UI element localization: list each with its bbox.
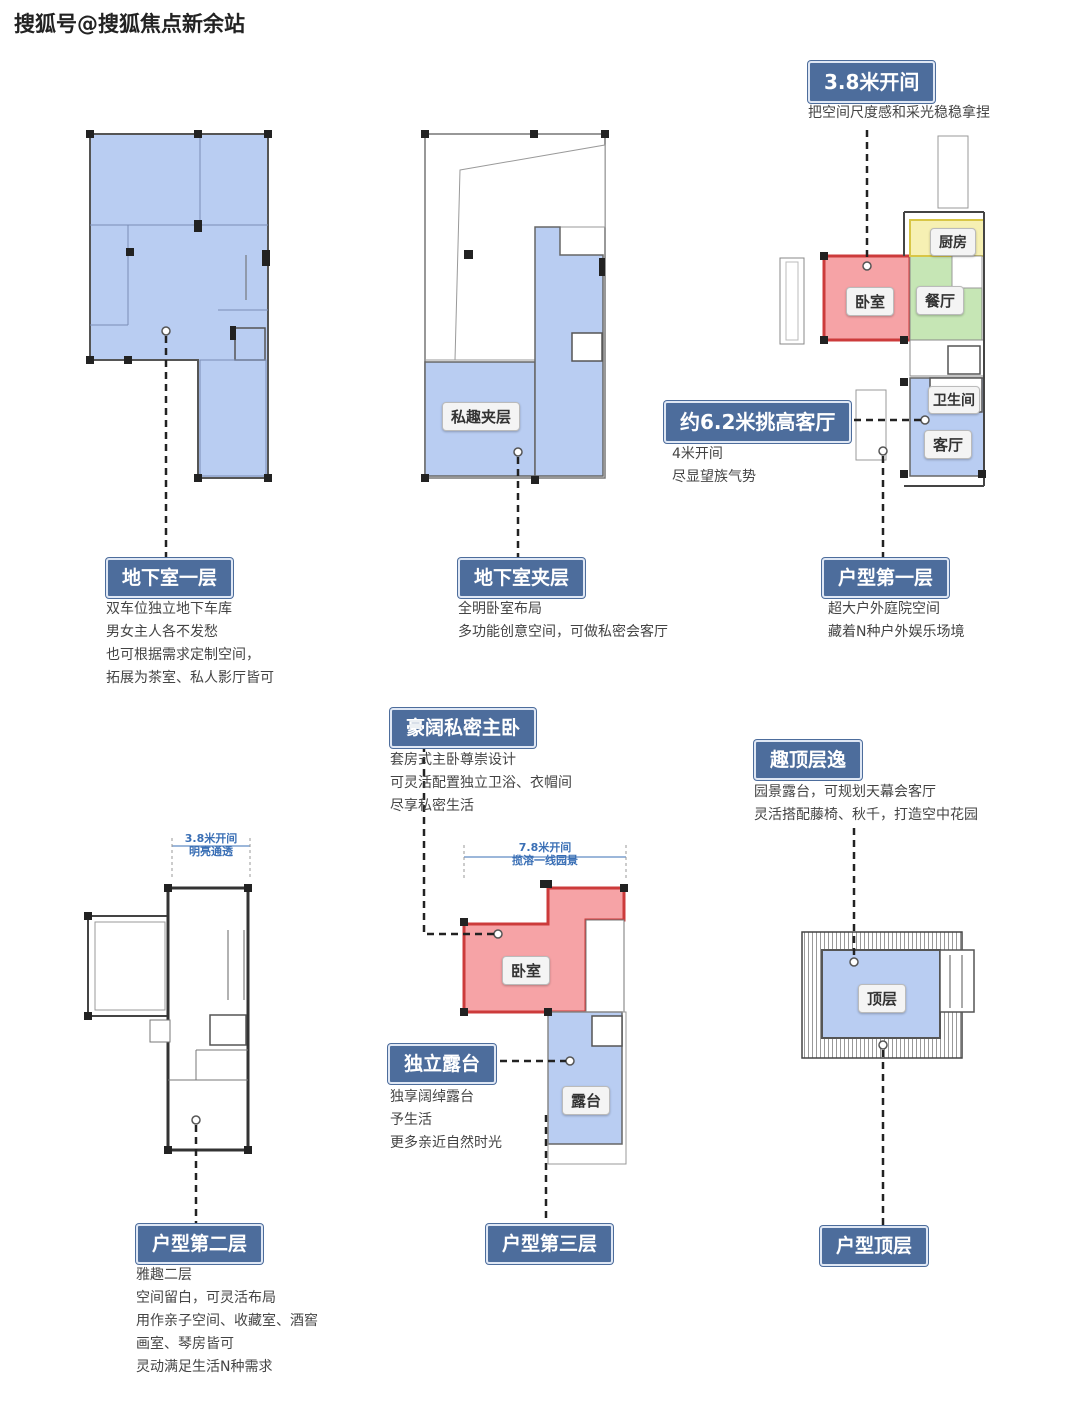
bathroom-label: 卫生间: [928, 386, 980, 414]
second-title: 户型第二层: [136, 1224, 264, 1264]
kitchen-label: 厨房: [930, 228, 976, 256]
master-callout-title: 豪阔私密主卧: [390, 708, 537, 748]
mezzanine-description: 全明卧室布局 多功能创意空间，可做私密会客厅: [458, 601, 668, 640]
top-title: 户型顶层: [820, 1226, 929, 1266]
mezzanine-room-label: 私趣夹层: [442, 402, 521, 431]
first-side-callout-title: 约6.2米挑高客厅: [664, 401, 852, 443]
third-bedroom-label: 卧室: [502, 956, 551, 985]
third-floor-plan: [460, 845, 628, 1165]
watermark: 搜狐号@搜狐焦点新余站: [14, 12, 245, 36]
first-title: 户型第一层: [822, 558, 950, 598]
master-callout-text: 套房式主卧尊崇设计 可灵活配置独立卫浴、衣帽间 尽享私密生活: [390, 752, 572, 814]
third-dimension: 7.8米开间 揽溶一线园景: [512, 841, 578, 867]
second-dimension: 3.8米开间 明亮通透: [184, 832, 238, 858]
terrace-label: 露台: [562, 1086, 611, 1115]
top-callout-text: 园景露台，可规划天幕会客厅 灵活搭配藤椅、秋千，打造空中花园: [754, 784, 978, 823]
basement-title: 地下室一层: [106, 558, 234, 598]
top-callout-title: 趣顶层逸: [754, 740, 863, 780]
first-top-callout-text: 把空间尺度感和采光稳稳拿捏: [808, 105, 990, 121]
dining-label: 餐厅: [916, 286, 965, 315]
first-side-callout-text: 4米开间 尽显望族气势: [672, 446, 756, 485]
basement-description: 双车位独立地下车库 男女主人各不发愁 也可根据需求定制空间， 拓展为茶室、私人影…: [106, 601, 274, 686]
first-description: 超大户外庭院空间 藏着N种户外娱乐场境: [828, 601, 965, 640]
first-bedroom-label: 卧室: [846, 287, 895, 316]
third-title: 户型第三层: [486, 1224, 614, 1264]
first-top-callout-title: 3.8米开间: [808, 61, 936, 103]
mezzanine-title: 地下室夹层: [458, 558, 586, 598]
second-description: 雅趣二层 空间留白，可灵活布局 用作亲子空间、收藏室、酒窖 画室、琴房皆可 灵动…: [136, 1267, 318, 1375]
second-floor-plan: [84, 838, 252, 1154]
top-room-label: 顶层: [858, 984, 907, 1013]
terrace-callout-text: 独享阔绰露台 予生活 更多亲近自然时光: [390, 1089, 502, 1151]
mezzanine-plan: [421, 130, 609, 484]
basement-plan: [86, 130, 272, 482]
living-room-label: 客厅: [924, 430, 973, 459]
terrace-callout-title: 独立露台: [388, 1044, 497, 1084]
